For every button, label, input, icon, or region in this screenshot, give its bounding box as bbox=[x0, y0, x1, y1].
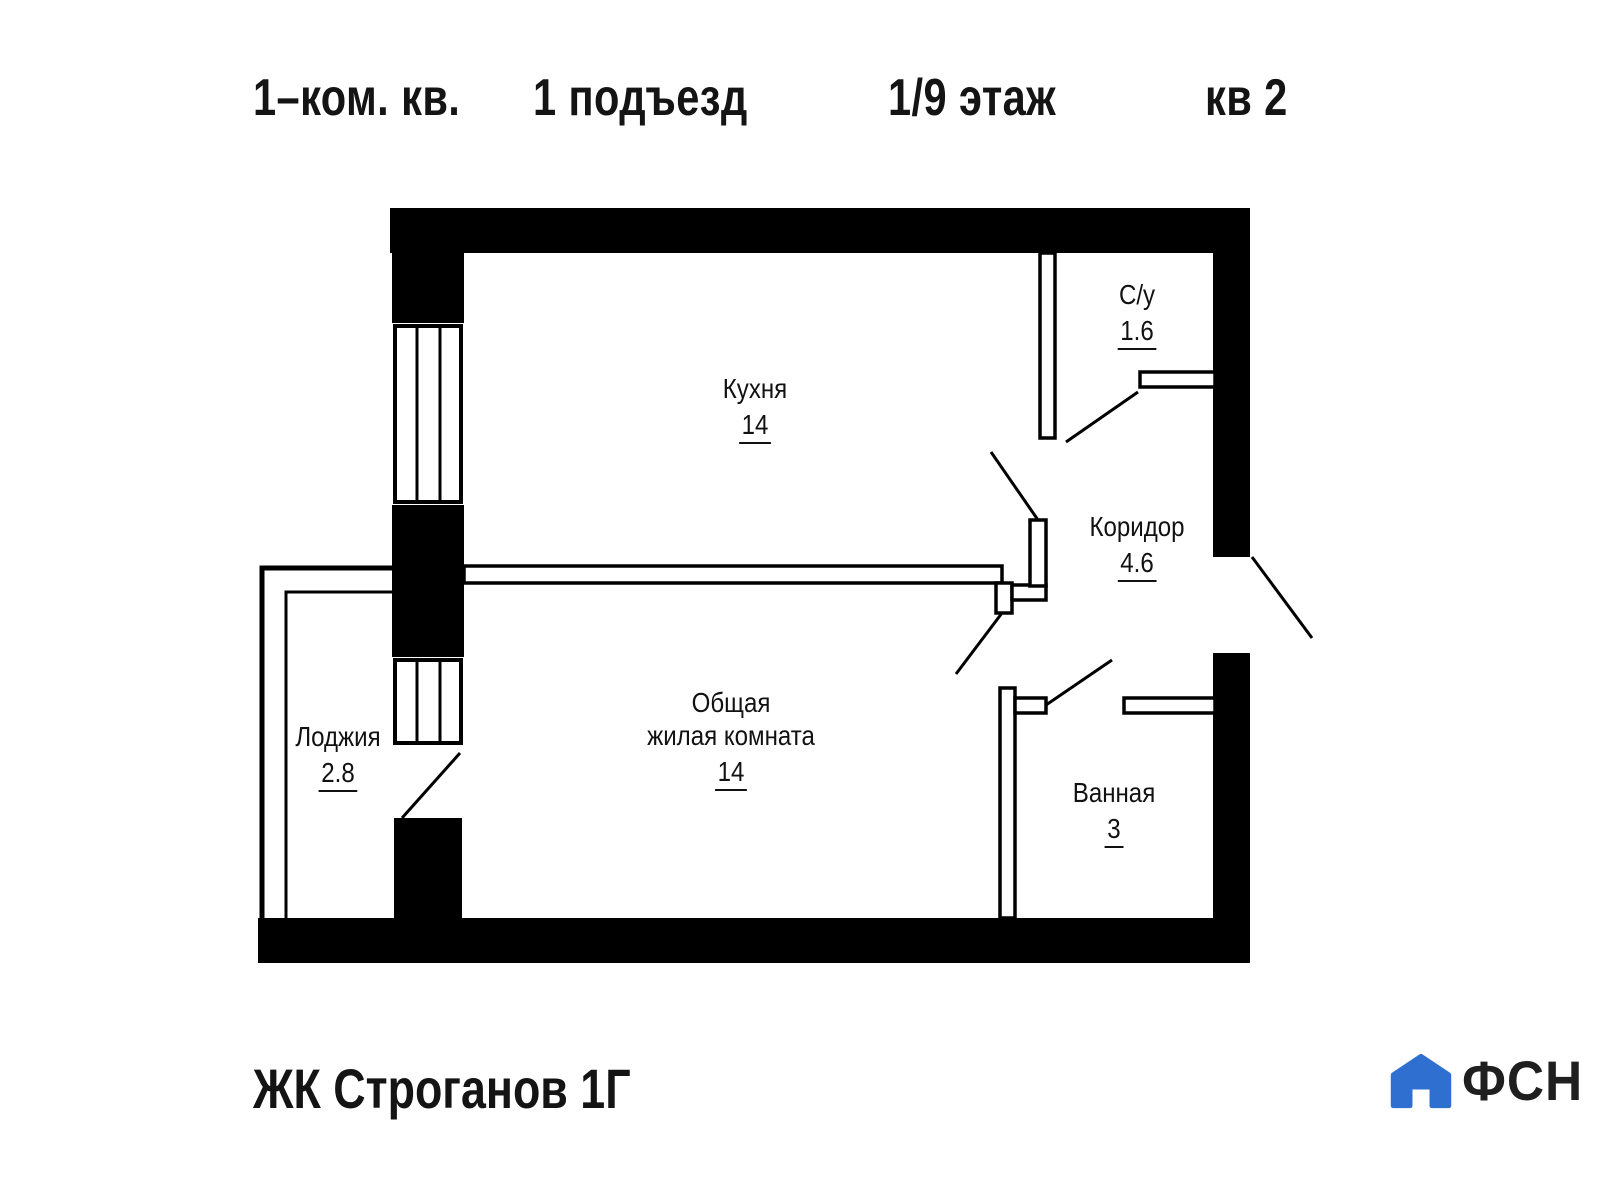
outer-walls bbox=[258, 208, 1250, 963]
wall-bathroom-vertical bbox=[998, 686, 1017, 920]
interior-walls bbox=[462, 251, 1217, 920]
door-bathroom-swing bbox=[1045, 658, 1113, 707]
room-name-su: С/у bbox=[1118, 279, 1156, 310]
door-loggia-swing bbox=[400, 752, 462, 819]
room-name-corridor: Коридор bbox=[1089, 511, 1185, 542]
wall-kitchen-living-divider bbox=[462, 564, 1004, 585]
room-area-loggia: 2.8 bbox=[318, 756, 358, 793]
room-label-su: С/у 1.6 bbox=[1117, 278, 1157, 351]
room-area-bathroom: 3 bbox=[1104, 812, 1124, 849]
wall-right-lower bbox=[1213, 653, 1250, 918]
room-label-bathroom: Ванная 3 bbox=[1072, 776, 1156, 849]
room-name-living-line2: жилая комната bbox=[647, 720, 815, 752]
room-name-bathroom: Ванная bbox=[1072, 777, 1156, 808]
room-label-loggia: Лоджия 2.8 bbox=[295, 720, 381, 793]
title-apartment-type: 1–ком. кв. bbox=[253, 69, 461, 127]
wall-bottom bbox=[258, 918, 1250, 963]
room-label-living: Общая жилая комната 14 bbox=[647, 686, 815, 792]
title-entrance: 1 подъезд bbox=[533, 69, 748, 127]
wall-right-upper bbox=[1213, 208, 1250, 557]
door-living-swing bbox=[954, 612, 1004, 675]
room-name-living-line1: Общая bbox=[691, 687, 771, 718]
room-label-kitchen: Кухня 14 bbox=[722, 372, 788, 445]
windows bbox=[393, 324, 463, 745]
wall-bathroom-stub bbox=[1013, 696, 1048, 715]
room-area-kitchen: 14 bbox=[739, 408, 771, 445]
logo-text: ФСН bbox=[1462, 1049, 1584, 1112]
title-floor: 1/9 этаж bbox=[888, 69, 1057, 127]
house-icon bbox=[1390, 1053, 1452, 1108]
room-name-kitchen: Кухня bbox=[722, 373, 788, 404]
room-name-loggia: Лоджия bbox=[295, 721, 381, 752]
window-kitchen bbox=[393, 324, 463, 504]
room-area-corridor: 4.6 bbox=[1117, 546, 1157, 583]
developer-logo: ФСН bbox=[1390, 1048, 1594, 1113]
room-label-corridor: Коридор 4.6 bbox=[1089, 510, 1185, 583]
door-kitchen-swing bbox=[989, 451, 1040, 521]
door-entrance-swing bbox=[1250, 556, 1314, 639]
wall-top bbox=[390, 208, 1250, 253]
room-area-su: 1.6 bbox=[1117, 314, 1157, 351]
window-living bbox=[393, 658, 463, 745]
loggia-outer-line bbox=[259, 565, 392, 918]
door-su-swing bbox=[1065, 390, 1139, 444]
loggia-outline bbox=[259, 565, 392, 918]
house-icon-shape bbox=[1390, 1053, 1452, 1108]
door-swings bbox=[400, 390, 1314, 819]
loggia-inner-line bbox=[284, 590, 392, 918]
room-area-living: 14 bbox=[715, 755, 747, 792]
wall-left-middle bbox=[392, 505, 464, 657]
wall-left-upper bbox=[392, 208, 464, 323]
wall-su-vertical bbox=[1038, 251, 1057, 440]
wall-su-right bbox=[1138, 370, 1217, 389]
wall-bathroom-right bbox=[1122, 696, 1217, 715]
wall-left-lower bbox=[394, 818, 462, 918]
wall-kitchen-door-jamb bbox=[1028, 518, 1048, 588]
title-apartment-number: кв 2 bbox=[1205, 69, 1288, 127]
complex-name: ЖК Строганов 1Г bbox=[253, 1057, 631, 1120]
wall-corridor-jamb-vertical bbox=[994, 581, 1014, 615]
